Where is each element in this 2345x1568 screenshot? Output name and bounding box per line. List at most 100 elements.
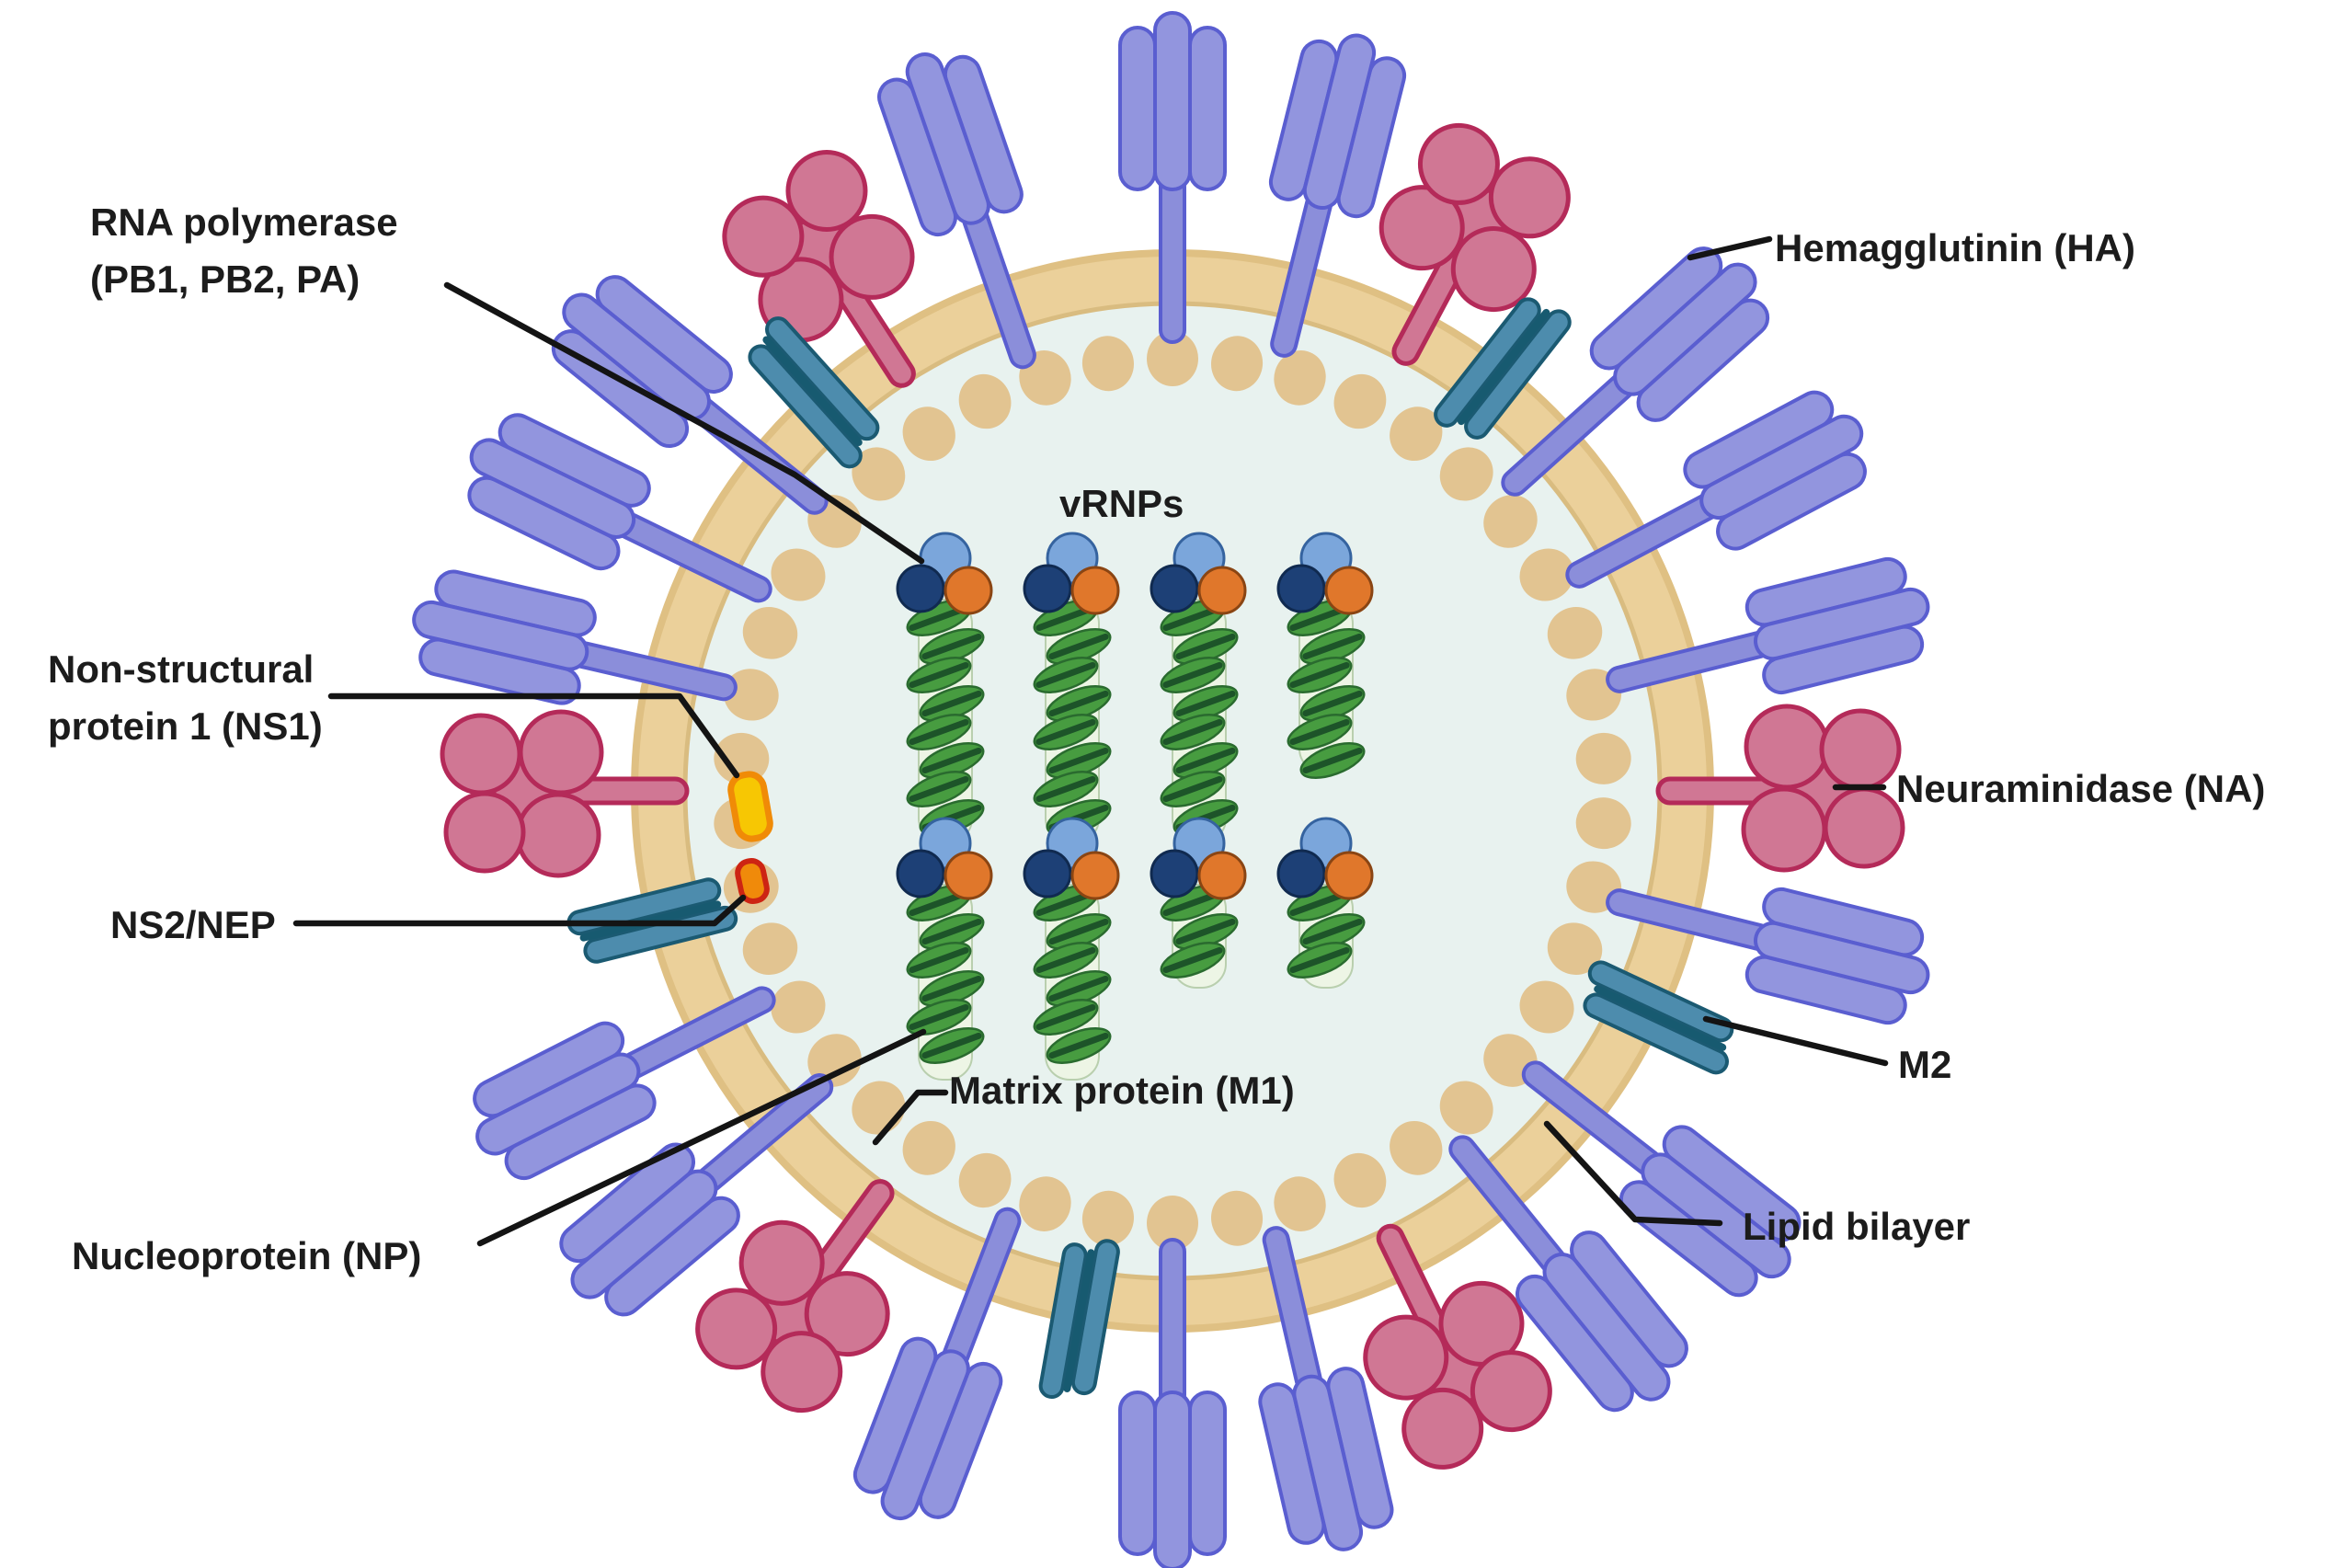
neuraminidase-spike: [440, 709, 690, 878]
na-head-lobe: [695, 1288, 778, 1370]
rna-polymerase-complex: [1276, 817, 1374, 900]
vrnp-helix-turn: [1046, 1027, 1112, 1064]
na-head-lobe: [1741, 786, 1827, 873]
matrix-protein-dot: [1333, 1152, 1387, 1208]
rna-strand-stripe: [1302, 918, 1363, 945]
label-ns2-nep: NS2/NEP: [110, 903, 276, 946]
rna-strand-stripe: [1035, 1003, 1096, 1031]
label-hemagglutinin: Hemagglutinin (HA): [1775, 226, 2135, 269]
vrnp-helix-turn: [1287, 942, 1353, 979]
hemagglutinin-spike: [412, 569, 738, 705]
vrnp-helix-turn: [1033, 771, 1099, 807]
neuraminidase-spike: [1378, 122, 1571, 366]
na-head-lobe: [1488, 156, 1571, 239]
m2-pore: [762, 336, 863, 446]
hemagglutinin-spike: [1448, 1135, 1688, 1413]
rna-strand-stripe: [1162, 946, 1223, 974]
matrix-protein-dot: [1081, 336, 1134, 392]
pb1-subunit: [1023, 564, 1072, 613]
pa-subunit: [1070, 566, 1120, 615]
leader-line-hemagglutinin: [1687, 235, 1773, 261]
vrnp-helix-turn: [1033, 942, 1099, 979]
ha-head-lobe: [570, 1169, 718, 1299]
leader-line-nucleoprotein: [476, 1028, 927, 1247]
vrnp-segment: [896, 532, 993, 843]
matrix-protein-dot: [1547, 922, 1603, 975]
pa-subunit: [944, 566, 993, 615]
label-matrix-protein: Matrix protein (M1): [949, 1069, 1295, 1112]
vrnp-helix-turn: [1299, 685, 1366, 722]
vrnp-segment: [1023, 817, 1120, 1081]
matrix-protein-dot: [771, 980, 826, 1034]
m2-pore: [1063, 1249, 1095, 1392]
rna-strand-stripe: [1048, 1032, 1109, 1059]
na-head-lobe: [515, 792, 601, 878]
leader-line-lipid-bilayer: [1543, 1120, 1723, 1227]
vrnp-segment: [1276, 817, 1374, 989]
rna-strand-stripe: [1035, 661, 1096, 689]
rna-strand-stripe: [1048, 747, 1109, 774]
rna-strand-stripe: [1048, 633, 1109, 660]
ha-head-lobe: [1153, 11, 1192, 191]
matrix-protein-dot: [1575, 732, 1631, 784]
ha-head-lobe: [1302, 33, 1377, 210]
vrnp-helix-turn: [1160, 714, 1226, 750]
m2-rod: [1070, 1239, 1120, 1396]
rna-strand-stripe: [921, 1032, 982, 1059]
na-head-lobe: [443, 791, 526, 874]
m2-rod: [1464, 309, 1572, 440]
na-head-lobe: [440, 713, 522, 795]
ha-head-lobe: [905, 52, 990, 225]
hemagglutinin-spike: [877, 52, 1036, 370]
na-head-lobe: [785, 150, 868, 233]
vrnp-helix-turn: [1299, 742, 1366, 779]
leader-line-matrix-protein: [872, 1089, 949, 1146]
rna-strand-stripe: [1048, 690, 1109, 717]
pa-subunit: [1070, 851, 1120, 900]
rna-strand-stripe: [1302, 633, 1363, 660]
rna-polymerase-complex: [896, 817, 993, 900]
vrnp-helix-turn: [1033, 714, 1099, 750]
label-non-structural-protein-1: Non-structural: [48, 647, 314, 691]
vrnp-helix-turn: [1160, 942, 1226, 979]
rna-polymerase-complex: [1150, 532, 1247, 615]
ha-head-lobe: [1153, 1391, 1192, 1568]
ha-head-lobe: [469, 438, 636, 539]
matrix-protein-dot: [1211, 1190, 1264, 1246]
neuraminidase-spike: [1363, 1223, 1552, 1470]
neuraminidase-spike: [1655, 704, 1905, 873]
rna-polymerase-complex: [1276, 532, 1374, 615]
vrnp-helix-turn: [906, 771, 972, 807]
rna-polymerase-complex: [1023, 817, 1120, 900]
matrix-protein-dot: [723, 669, 779, 721]
matrix-protein-dot: [1519, 548, 1574, 601]
label-non-structural-protein-1: protein 1 (NS1): [48, 704, 323, 748]
ha-head-lobe: [1699, 414, 1864, 521]
ha-head-lobe: [1542, 1253, 1671, 1402]
ns2-nep-protein: [735, 857, 770, 905]
rna-strand-stripe: [921, 747, 982, 774]
na-head-lobe: [1823, 786, 1905, 869]
matrix-protein-dot: [958, 373, 1012, 429]
ha-head-lobe: [562, 292, 711, 421]
hemagglutinin-spike: [1565, 390, 1867, 589]
label-rna-polymerase: (PB1, PB2, PA): [90, 258, 360, 301]
rna-strand-stripe: [921, 690, 982, 717]
rna-strand-stripe: [1175, 690, 1236, 717]
hemagglutinin-spike: [473, 986, 776, 1181]
rna-strand-stripe: [1289, 718, 1350, 746]
rna-strand-stripe: [921, 975, 982, 1002]
ha-head-lobe: [475, 1052, 641, 1156]
rna-strand-stripe: [909, 946, 969, 974]
pa-subunit: [1324, 566, 1374, 615]
vrnp-segment: [1276, 532, 1374, 779]
matrix-protein-dot: [1439, 447, 1493, 501]
matrix-protein-ring: [714, 331, 1631, 1251]
m2-rod: [1038, 1242, 1088, 1400]
label-nucleoprotein: Nucleoprotein (NP): [72, 1234, 421, 1277]
label-m2: M2: [1898, 1043, 1951, 1086]
matrix-protein-dot: [1519, 980, 1574, 1034]
na-head-lobe: [1819, 708, 1902, 791]
